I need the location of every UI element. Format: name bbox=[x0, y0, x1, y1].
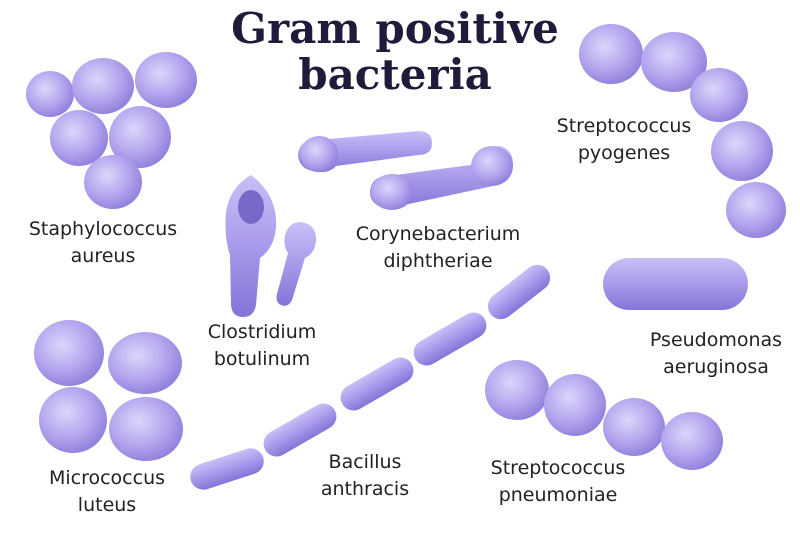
spore-cell bbox=[276, 222, 317, 306]
coccus-cell bbox=[34, 320, 104, 386]
label-streptococcus-pneumoniae: Streptococcus pneumoniae bbox=[477, 455, 639, 509]
title-line-2: bacteria bbox=[298, 50, 492, 99]
coccus-cell bbox=[109, 397, 183, 461]
label-genus: Staphylococcus bbox=[28, 218, 178, 240]
label-pseudomonas-aeruginosa: Pseudomonas aeruginosa bbox=[636, 327, 796, 381]
label-species: anthracis bbox=[320, 478, 410, 500]
staphylococcus-aureus-cells bbox=[26, 52, 197, 209]
club-head bbox=[371, 174, 413, 210]
coccus-cell bbox=[84, 155, 142, 209]
coccus-cell bbox=[726, 182, 786, 238]
bacillus-anthracis-chain bbox=[190, 264, 551, 490]
coccus-cell bbox=[72, 58, 134, 114]
title-line-1: Gram positive bbox=[231, 4, 559, 53]
label-bacillus-anthracis: Bacillus anthracis bbox=[310, 449, 420, 503]
coccus-cell bbox=[544, 374, 606, 436]
label-species: diphtheriae bbox=[383, 250, 493, 272]
label-species: aureus bbox=[70, 245, 136, 267]
label-genus: Clostridium bbox=[207, 321, 317, 343]
micrococcus-luteus-cells bbox=[34, 320, 183, 461]
bacillus-rod bbox=[413, 312, 487, 366]
coccus-cell bbox=[50, 110, 108, 166]
label-genus: Pseudomonas bbox=[649, 329, 783, 351]
label-species: botulinum bbox=[213, 348, 311, 370]
label-staphylococcus-aureus: Staphylococcus aureus bbox=[12, 216, 194, 270]
coccus-cell bbox=[108, 332, 182, 394]
label-micrococcus-luteus: Micrococcus luteus bbox=[36, 465, 178, 519]
bacillus-rod bbox=[263, 403, 337, 457]
label-species: pneumoniae bbox=[498, 484, 618, 506]
coccus-cell bbox=[485, 360, 549, 420]
label-genus: Streptococcus bbox=[556, 115, 692, 137]
pseudomonas-rod bbox=[603, 258, 748, 310]
coccus-cell bbox=[109, 106, 171, 168]
club-head bbox=[300, 136, 338, 172]
bacillus-rod bbox=[487, 264, 551, 320]
coccus-cell bbox=[711, 121, 773, 181]
coccus-cell bbox=[661, 412, 723, 470]
spore-nucleus bbox=[238, 190, 264, 224]
label-genus: Streptococcus bbox=[490, 457, 626, 479]
coccus-cell bbox=[641, 32, 707, 92]
club-head bbox=[471, 146, 513, 186]
label-streptococcus-pyogenes: Streptococcus pyogenes bbox=[543, 113, 705, 167]
coccus-cell bbox=[603, 398, 665, 456]
label-clostridium-botulinum: Clostridium botulinum bbox=[195, 319, 329, 373]
coccus-cell bbox=[26, 71, 74, 117]
coccus-cell bbox=[135, 52, 197, 108]
coccus-cell bbox=[690, 68, 748, 122]
label-species: aeruginosa bbox=[663, 356, 769, 378]
streptococcus-pyogenes-cells bbox=[579, 24, 786, 238]
bacillus-rod bbox=[340, 357, 414, 411]
clostridium-cells bbox=[225, 175, 317, 317]
corynebacterium-cells bbox=[298, 131, 514, 210]
label-genus: Corynebacterium bbox=[355, 223, 521, 245]
label-species: pyogenes bbox=[577, 142, 671, 164]
bacillus-rod bbox=[190, 448, 264, 490]
label-species: luteus bbox=[77, 494, 137, 516]
streptococcus-pneumoniae-cells bbox=[485, 360, 723, 470]
label-genus: Micrococcus bbox=[48, 467, 166, 489]
label-genus: Bacillus bbox=[328, 451, 402, 473]
page-title: Gram positive bacteria bbox=[195, 6, 595, 98]
coccus-cell bbox=[579, 24, 643, 84]
label-corynebacterium-diphtheriae: Corynebacterium diphtheriae bbox=[350, 221, 526, 275]
coccus-cell bbox=[39, 387, 107, 453]
